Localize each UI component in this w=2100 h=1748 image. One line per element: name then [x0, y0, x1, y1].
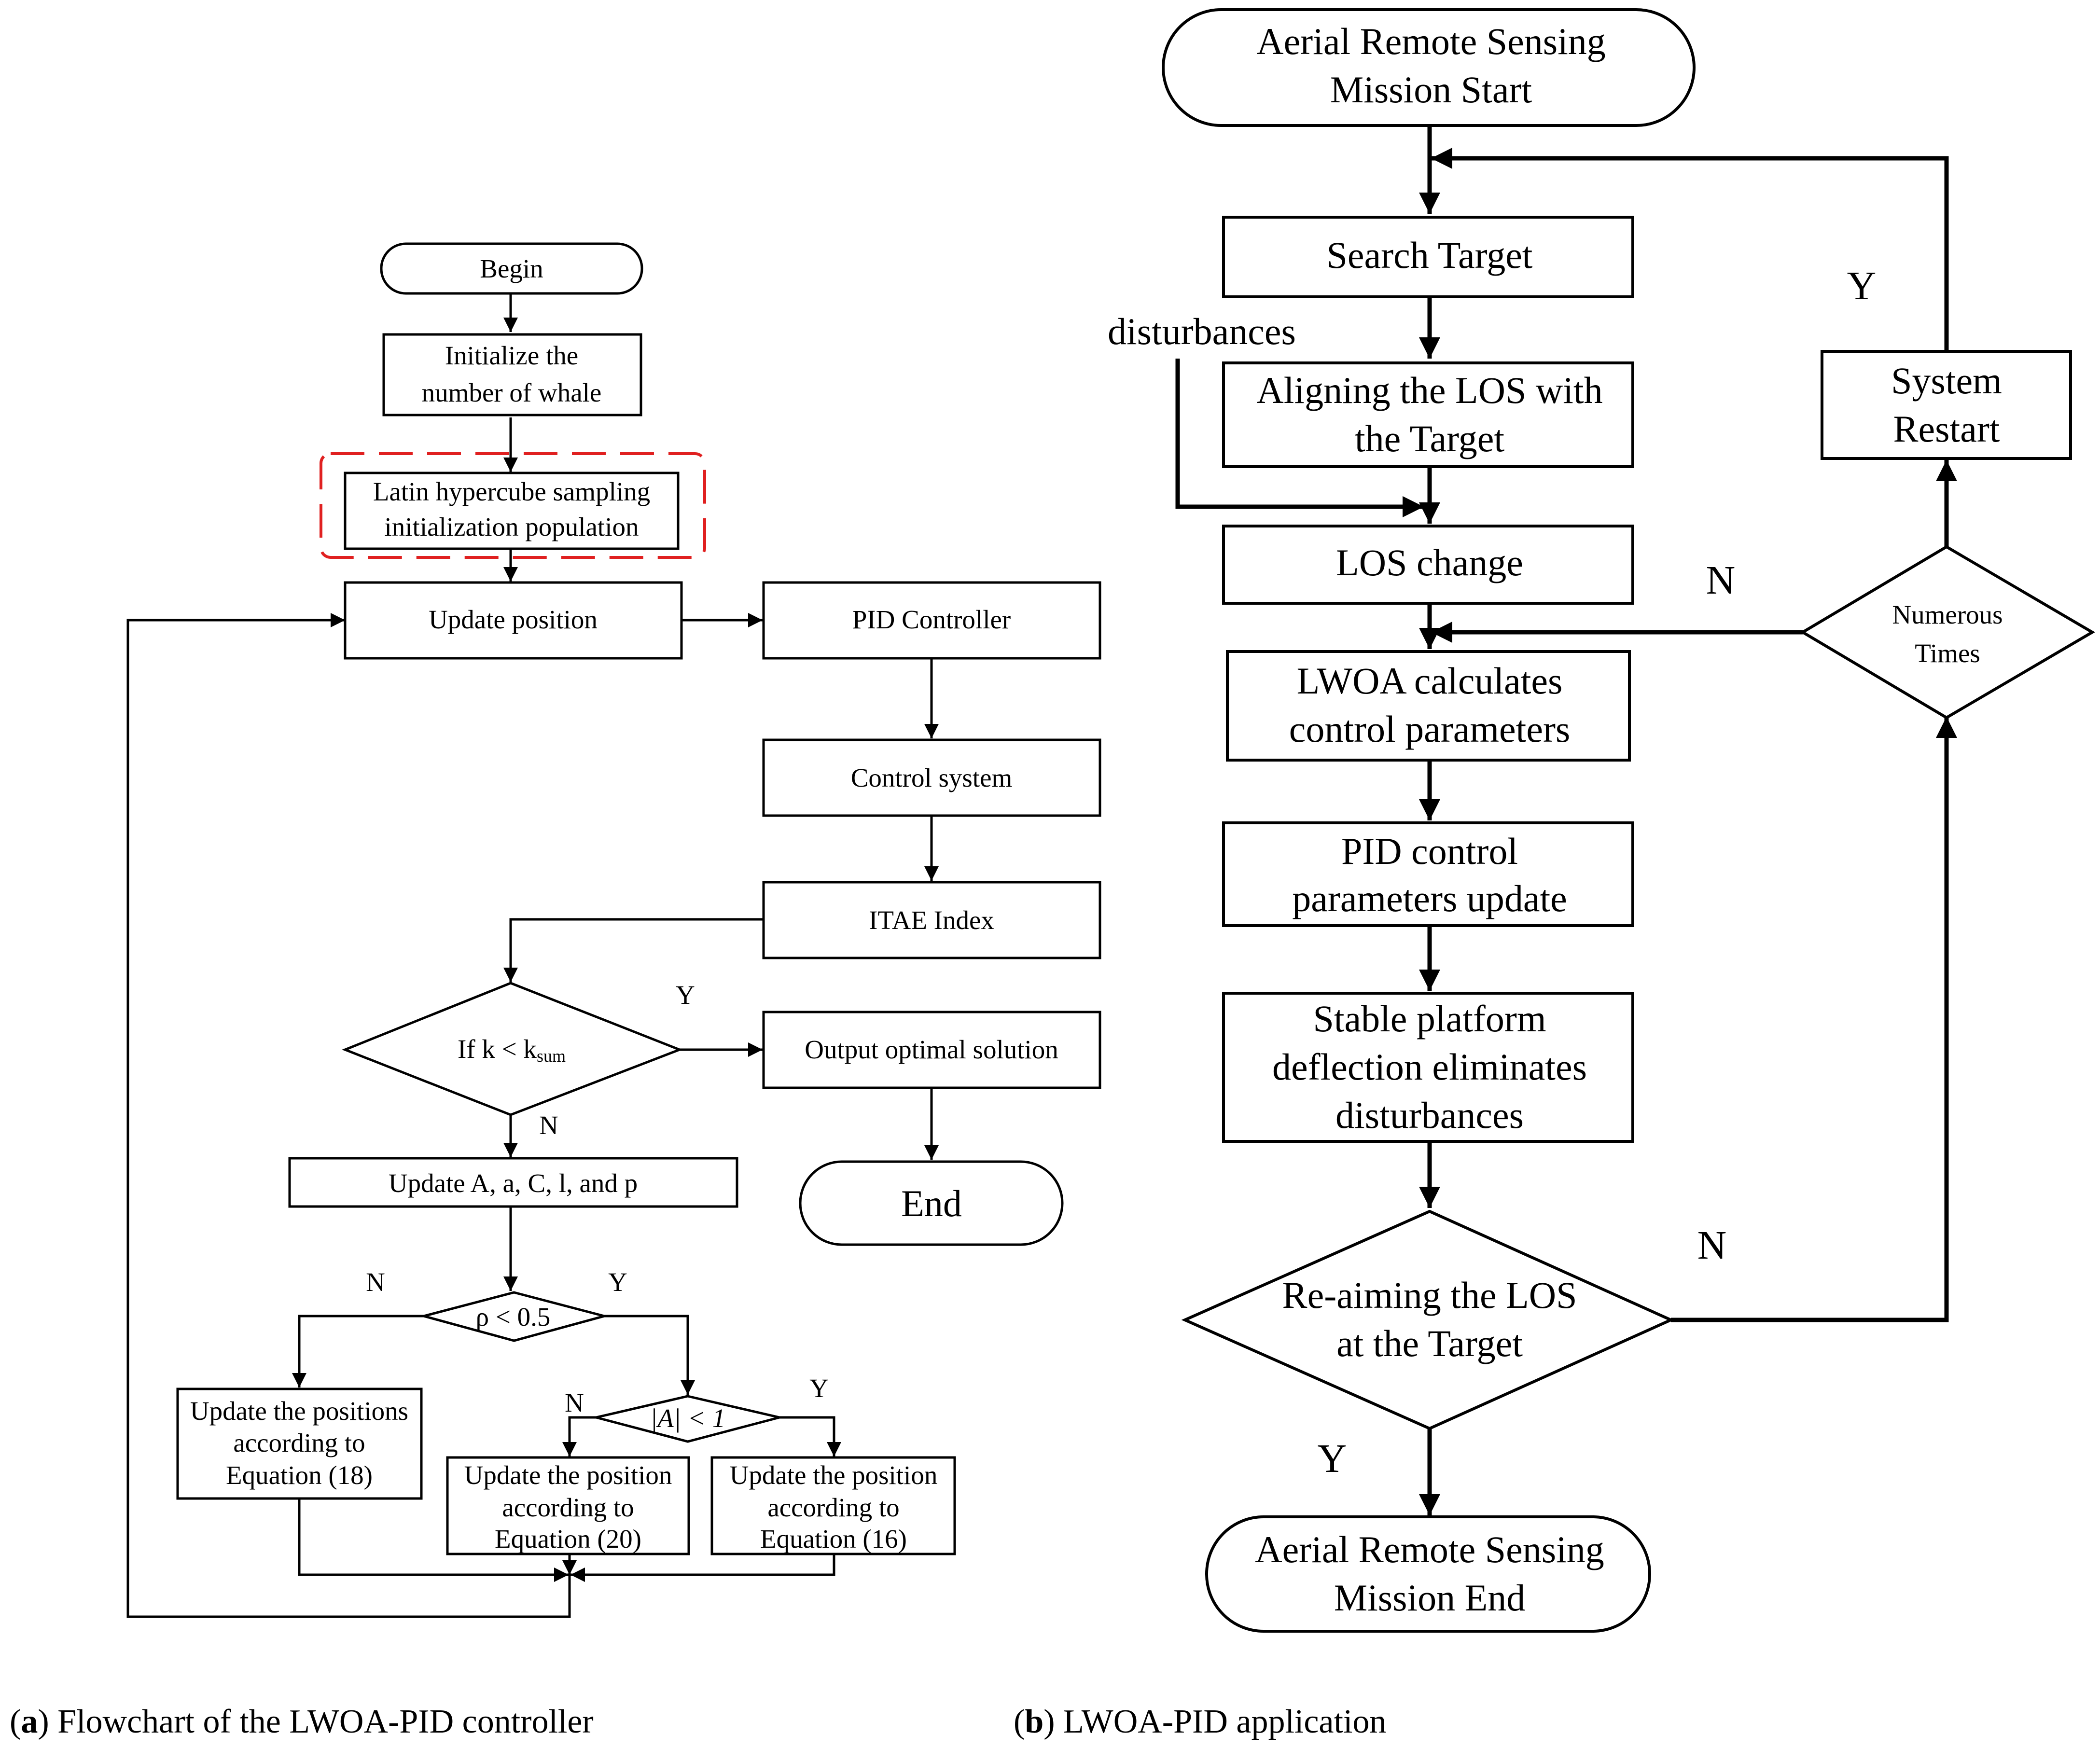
align-los-box: [1222, 361, 1634, 468]
stable-line-3: disturbances: [1335, 1094, 1524, 1136]
eq16-box: [710, 1456, 956, 1555]
itae-box: [762, 881, 1101, 959]
end-b-line-2: Mission End: [1334, 1577, 1526, 1619]
pid-update-box: [1222, 821, 1634, 927]
restart-yes: Y: [1847, 264, 1877, 308]
update-position-label: Update position: [429, 605, 598, 634]
restart-line-1: System: [1891, 360, 2002, 402]
latin-line-2: initialization population: [385, 512, 639, 541]
panel-a-connectors: [126, 293, 939, 1618]
latin-line-1: Latin hypercube sampling: [373, 477, 650, 506]
eq16-line-3: Equation (16): [760, 1524, 907, 1554]
update-params-box: [288, 1157, 738, 1208]
align-line-2: the Target: [1355, 417, 1504, 459]
latin-hypercube-box: [344, 472, 680, 550]
search-target-box: [1222, 216, 1634, 298]
k-ksum-yes: Y: [676, 980, 695, 1010]
reaim-line-2: at the Target: [1336, 1322, 1523, 1364]
reaim-line-1: Re-aiming the LOS: [1282, 1274, 1577, 1316]
init-whale-line-1: Initialize the: [445, 341, 578, 370]
panel-b-connectors: [1175, 126, 1957, 1515]
eq18-box: [176, 1387, 423, 1500]
eq20-line-3: Equation (20): [495, 1524, 641, 1554]
end-terminal-b: [1205, 1515, 1651, 1633]
numerous-times-decision: [1800, 545, 2095, 720]
eq18-line-1: Update the positions: [190, 1396, 408, 1426]
pid-update-line-2: parameters update: [1292, 877, 1567, 919]
end-terminal-a: [799, 1160, 1064, 1246]
p-decision-no: N: [366, 1267, 385, 1297]
numerous-line-1: Numerous: [1892, 600, 2003, 629]
panel-a: Begin Initialize the number of whale Lat…: [10, 242, 1101, 1740]
itae-label: ITAE Index: [869, 905, 994, 935]
los-change-box: [1222, 525, 1634, 605]
k-ksum-decision: [342, 982, 683, 1116]
k-ksum-no: N: [539, 1110, 558, 1140]
p-decision-yes: Y: [608, 1267, 627, 1297]
pid-controller-box: [762, 581, 1101, 660]
lwoa-line-2: control parameters: [1289, 708, 1571, 750]
align-line-1: Aligning the LOS with: [1256, 369, 1602, 411]
reaim-yes: Y: [1318, 1436, 1347, 1481]
restart-line-2: Restart: [1893, 408, 2000, 450]
reaim-decision: [1181, 1209, 1675, 1430]
a-decision-no: N: [565, 1388, 584, 1417]
start-line-1: Aerial Remote Sensing: [1256, 20, 1606, 62]
numerous-line-2: Times: [1915, 638, 1980, 668]
a-decision-label: |A| < 1: [650, 1403, 725, 1433]
start-terminal: [1162, 8, 1696, 127]
eq16-line-2: according to: [767, 1493, 899, 1522]
pid-controller-label: PID Controller: [852, 605, 1011, 634]
numerous-no: N: [1706, 558, 1736, 603]
control-system-box: [762, 738, 1101, 817]
los-change-label: LOS change: [1336, 541, 1523, 583]
p-decision: [419, 1291, 609, 1342]
begin-label: Begin: [480, 254, 543, 283]
lwoa-line-1: LWOA calculates: [1297, 660, 1563, 702]
update-params-label: Update A, a, C, l, and p: [389, 1168, 638, 1198]
stable-platform-box: [1222, 992, 1634, 1143]
end-b-line-1: Aerial Remote Sensing: [1255, 1528, 1604, 1570]
search-target-label: Search Target: [1327, 234, 1533, 276]
k-ksum-label: If k < ksum: [458, 1034, 566, 1066]
highlight-dashed-frame: [320, 452, 706, 559]
output-optimal-box: [762, 1011, 1101, 1089]
update-position-box: [344, 581, 683, 660]
start-line-2: Mission Start: [1330, 69, 1532, 111]
p-decision-label: ρ < 0.5: [476, 1302, 551, 1332]
a-decision: [596, 1395, 780, 1443]
stable-line-2: deflection eliminates: [1272, 1046, 1587, 1088]
lwoa-box: [1226, 650, 1631, 762]
control-system-label: Control system: [851, 763, 1013, 792]
stable-line-1: Stable platform: [1313, 998, 1546, 1040]
disturbances-label: disturbances: [1108, 310, 1296, 352]
end-label-a: End: [901, 1182, 962, 1224]
eq20-line-2: according to: [502, 1493, 634, 1522]
pid-update-line-1: PID control: [1341, 830, 1518, 872]
system-restart-box: [1821, 350, 2072, 460]
begin-terminal: [380, 242, 643, 295]
a-decision-yes: Y: [809, 1373, 829, 1403]
init-whale-box: [382, 333, 642, 416]
output-optimal-label: Output optimal solution: [805, 1035, 1058, 1064]
eq18-line-3: Equation (18): [226, 1460, 373, 1490]
eq20-box: [446, 1456, 690, 1555]
eq18-line-2: according to: [233, 1428, 365, 1457]
eq16-line-1: Update the position: [730, 1460, 938, 1490]
caption-a: (a) Flowchart of the LWOA-PID controller: [10, 1703, 594, 1740]
panel-b: Aerial Remote Sensing Mission Start Sear…: [1014, 8, 2095, 1740]
reaim-no: N: [1697, 1223, 1727, 1268]
eq20-line-1: Update the position: [464, 1460, 672, 1490]
init-whale-line-2: number of whale: [422, 378, 602, 407]
caption-b: (b) LWOA-PID application: [1014, 1703, 1386, 1740]
